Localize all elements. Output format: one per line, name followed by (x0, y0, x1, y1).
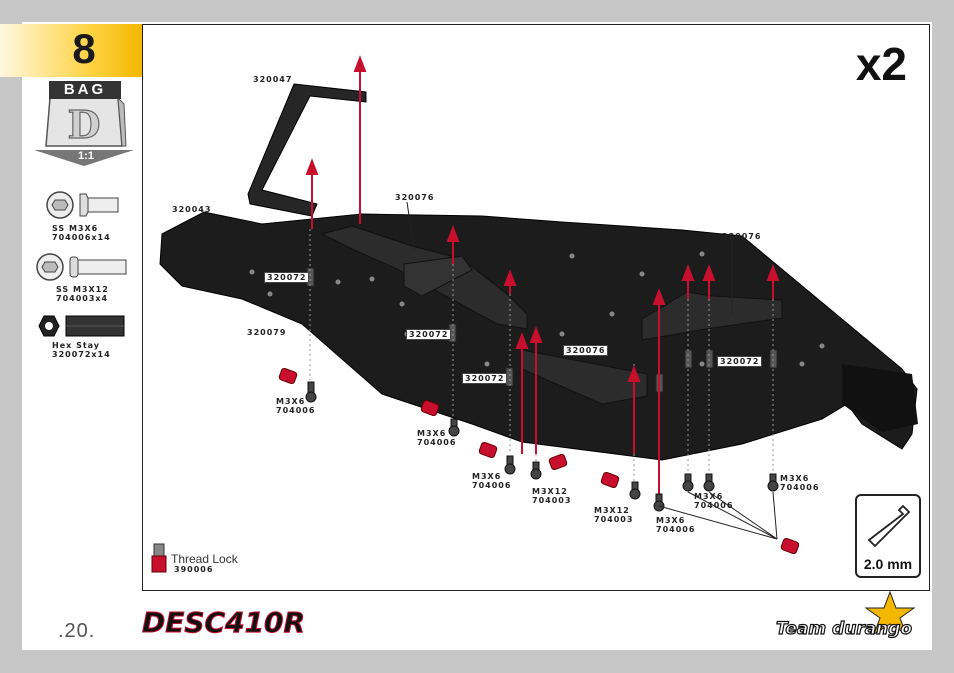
part-320047 (247, 83, 367, 217)
part-label-320072: 320072 (462, 373, 508, 384)
part-label-320079: 320079 (247, 328, 287, 337)
part-label-320072: 320072 (406, 329, 452, 340)
button-head-screw-icon (36, 253, 127, 281)
screw-code: 704006 (472, 481, 512, 490)
thread-lock-bottles (278, 367, 800, 555)
screw-label: M3X6 (694, 492, 724, 501)
bag-label: BAG (49, 81, 121, 99)
part-label-320072: 320072 (264, 272, 310, 283)
screw-label: M3X6 (472, 472, 502, 481)
screw-icons (305, 381, 779, 512)
product-logo: DESC410R (142, 606, 306, 640)
part-label-320047: 320047 (253, 75, 293, 84)
screw-code: 704003 (594, 515, 634, 524)
screw-code: 704006 (417, 438, 457, 447)
tool-size: 2.0 mm (863, 556, 913, 572)
bag-icon: D (34, 96, 134, 166)
thread-lock-code: 390006 (174, 565, 214, 574)
sidebar-part-name: Hex Stay (52, 341, 101, 350)
screw-code: 704006 (694, 501, 734, 510)
sidebar-part-code: 704006x14 (52, 233, 111, 242)
screw-label: M3X12 (532, 487, 568, 496)
screw-code: 704006 (276, 406, 316, 415)
svg-text:Team durango: Team durango (776, 619, 912, 639)
screw-code: 704006 (656, 525, 696, 534)
part-label-320076: 320076 (563, 345, 609, 356)
scale-label: 1:1 (78, 150, 94, 162)
screw-label: M3X6 (656, 516, 686, 525)
part-label-320072: 320072 (717, 356, 763, 367)
screw-code: 704003 (532, 496, 572, 505)
hex-stay-icon (38, 315, 125, 337)
svg-text:D: D (68, 102, 101, 147)
sidebar-part-code: 704003x4 (56, 294, 109, 303)
part-label-320043: 320043 (172, 205, 212, 214)
sidebar-part-name: SS M3X12 (56, 285, 109, 294)
step-number: 8 (72, 25, 96, 72)
svg-text:DESC410R: DESC410R (142, 606, 305, 639)
screw-label: M3X6 (276, 397, 306, 406)
step-tab (0, 24, 142, 77)
part-label-320076: 320076 (722, 232, 762, 241)
tool-box: 2.0 mm (855, 494, 921, 578)
screw-label: M3X6 (780, 474, 810, 483)
page-number: .20. (58, 620, 96, 642)
thread-lock-icon (151, 543, 167, 573)
screw-label: M3X12 (594, 506, 630, 515)
part-label-320076: 320076 (395, 193, 435, 202)
sidebar-part-code: 320072x14 (52, 350, 111, 359)
chassis-diagram (151, 55, 918, 573)
quantity-label: x2 (855, 38, 907, 90)
screw-label: M3X6 (417, 429, 447, 438)
thread-lock-label: Thread Lock (171, 552, 238, 566)
screw-code: 704006 (780, 483, 820, 492)
hex-wrench-icon (867, 504, 911, 548)
sidebar-part-name: SS M3X6 (52, 224, 99, 233)
flat-head-screw-icon (46, 191, 119, 219)
brand-logo: Team durango (775, 590, 916, 640)
